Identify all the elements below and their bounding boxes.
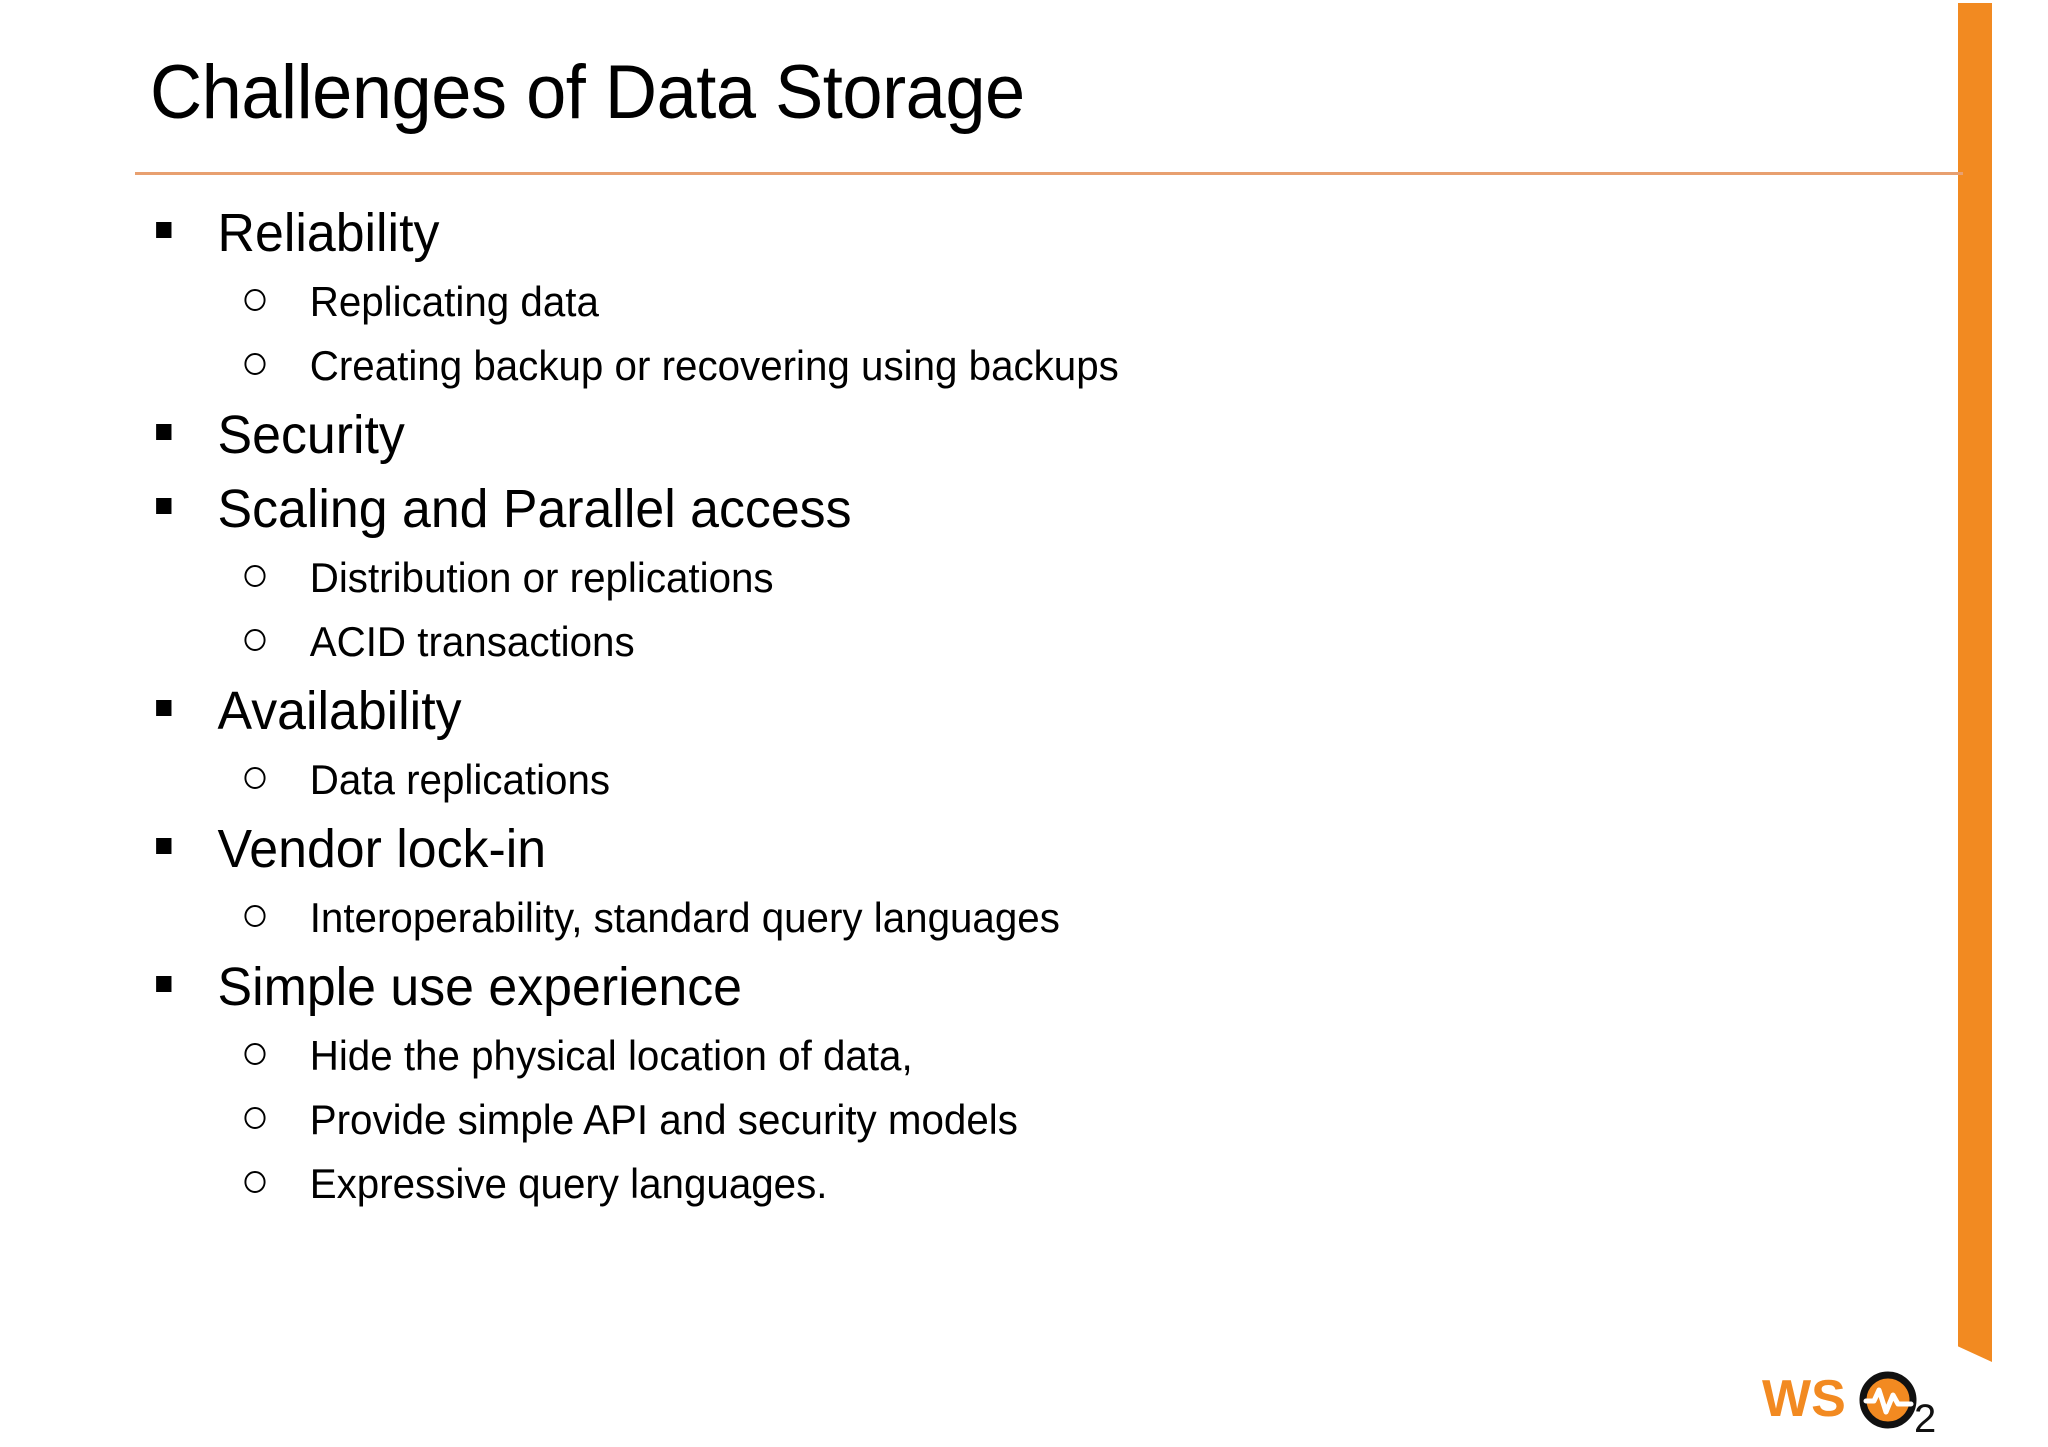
sub-bullet-item: Data replications	[135, 748, 1853, 812]
circle-bullet-icon	[244, 334, 266, 398]
bullet-item-security: Security	[135, 398, 1853, 472]
bullet-item-availability: Availability	[135, 674, 1853, 748]
sub-bullet-item: Replicating data	[135, 270, 1853, 334]
bullet-label: Security	[217, 405, 405, 465]
square-bullet-icon	[156, 674, 173, 748]
bullet-list: Reliability Replicating data Creating ba…	[135, 196, 1925, 1216]
logo-text-subscript: 2	[1914, 1397, 1936, 1438]
square-bullet-icon	[156, 196, 173, 270]
square-bullet-icon	[156, 398, 173, 472]
circle-bullet-icon	[244, 546, 266, 610]
right-accent-bar-foot	[1958, 1336, 1992, 1362]
wso2-logo: WS 2	[1762, 1368, 1958, 1441]
bullet-label: Vendor lock-in	[217, 819, 547, 879]
circle-bullet-icon	[244, 886, 266, 950]
sub-bullet-item: Expressive query languages.	[135, 1152, 1853, 1216]
bullet-item-reliability: Reliability	[135, 196, 1853, 270]
logo-circle-fill	[1862, 1374, 1914, 1426]
circle-bullet-icon	[244, 610, 266, 674]
sub-bullet-label: Creating backup or recovering using back…	[309, 342, 1119, 389]
sub-bullet-label: Expressive query languages.	[309, 1160, 828, 1207]
sub-bullet-item: Provide simple API and security models	[135, 1088, 1853, 1152]
bullet-item-scaling: Scaling and Parallel access	[135, 472, 1853, 546]
slide-title: Challenges of Data Storage	[150, 50, 1025, 135]
logo-circle-ring	[1859, 1371, 1917, 1429]
circle-bullet-icon	[244, 1152, 266, 1216]
logo-text-ws: WS	[1762, 1370, 1846, 1428]
bullet-label: Reliability	[217, 203, 440, 263]
title-divider-rule	[135, 172, 1963, 175]
sub-bullet-label: Provide simple API and security models	[309, 1096, 1018, 1143]
circle-bullet-icon	[244, 270, 266, 334]
bullet-label: Availability	[217, 681, 462, 741]
sub-bullet-item: ACID transactions	[135, 610, 1853, 674]
sub-bullet-label: Distribution or replications	[309, 554, 774, 601]
sub-bullet-label: ACID transactions	[309, 618, 635, 665]
right-accent-bar	[1958, 3, 1992, 1343]
sub-bullet-item: Creating backup or recovering using back…	[135, 334, 1853, 398]
square-bullet-icon	[156, 950, 173, 1024]
square-bullet-icon	[156, 812, 173, 886]
sub-bullet-label: Data replications	[309, 756, 611, 803]
bullet-label: Simple use experience	[217, 957, 743, 1017]
bullet-label: Scaling and Parallel access	[217, 479, 852, 539]
sub-bullet-item: Distribution or replications	[135, 546, 1853, 610]
sub-bullet-item: Hide the physical location of data,	[135, 1024, 1853, 1088]
sub-bullet-item: Interoperability, standard query languag…	[135, 886, 1853, 950]
circle-bullet-icon	[244, 1024, 266, 1088]
sub-bullet-label: Interoperability, standard query languag…	[309, 894, 1060, 941]
circle-bullet-icon	[244, 748, 266, 812]
circle-bullet-icon	[244, 1088, 266, 1152]
bullet-item-vendor-lock-in: Vendor lock-in	[135, 812, 1853, 886]
sub-bullet-label: Hide the physical location of data,	[309, 1032, 913, 1079]
bullet-item-simple-use-experience: Simple use experience	[135, 950, 1853, 1024]
square-bullet-icon	[156, 472, 173, 546]
logo-pulse-icon	[1863, 1387, 1914, 1415]
sub-bullet-label: Replicating data	[309, 278, 599, 325]
